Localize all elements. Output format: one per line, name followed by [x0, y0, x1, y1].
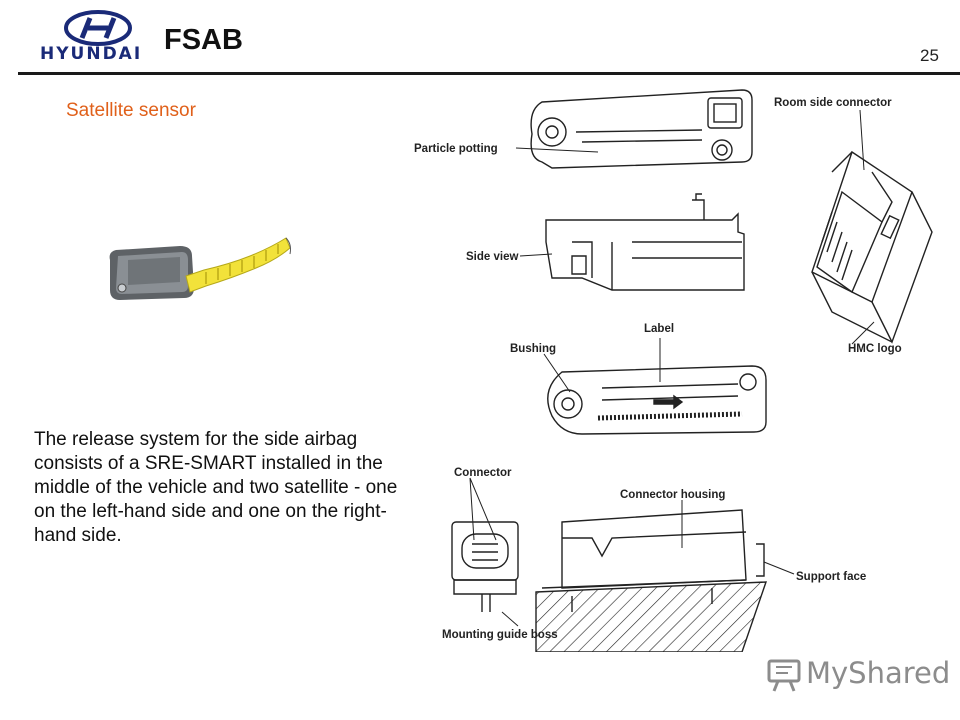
label-connector: Connector — [454, 467, 512, 479]
bottom-view-drawing — [547, 365, 767, 435]
section-title: Satellite sensor — [66, 100, 196, 121]
satellite-sensor-photo — [109, 237, 291, 300]
label-support-face: Support face — [796, 571, 866, 583]
side-view-drawing — [545, 193, 745, 291]
label-bushing: Bushing — [510, 343, 556, 355]
label-side-view: Side view — [466, 251, 518, 263]
header-divider — [18, 72, 960, 75]
slide-number: 25 — [920, 46, 939, 65]
label-connector-housing: Connector housing — [620, 489, 725, 501]
connector-housing-drawing — [535, 509, 767, 652]
connector-end-view-drawing — [451, 521, 519, 612]
label-room-side-connector: Room side connector — [774, 97, 892, 109]
watermark-text: MyShared — [806, 656, 951, 690]
label-particle-potting: Particle potting — [414, 143, 498, 155]
body-paragraph: The release system for the side airbag c… — [34, 429, 398, 546]
isometric-view-drawing — [811, 150, 933, 344]
brand-wordmark: HYUNDAI — [40, 44, 143, 64]
sensor-technical-diagram: Room side connector Particle potting Sid… — [414, 89, 933, 652]
hyundai-logo-icon — [64, 10, 132, 46]
page-title: FSAB — [164, 24, 243, 56]
presentation-board-icon — [767, 659, 801, 692]
top-view-drawing — [530, 89, 753, 169]
label-mounting-guide-boss: Mounting guide boss — [442, 629, 558, 641]
label-label: Label — [644, 323, 674, 335]
label-hmc-logo: HMC logo — [848, 343, 902, 355]
